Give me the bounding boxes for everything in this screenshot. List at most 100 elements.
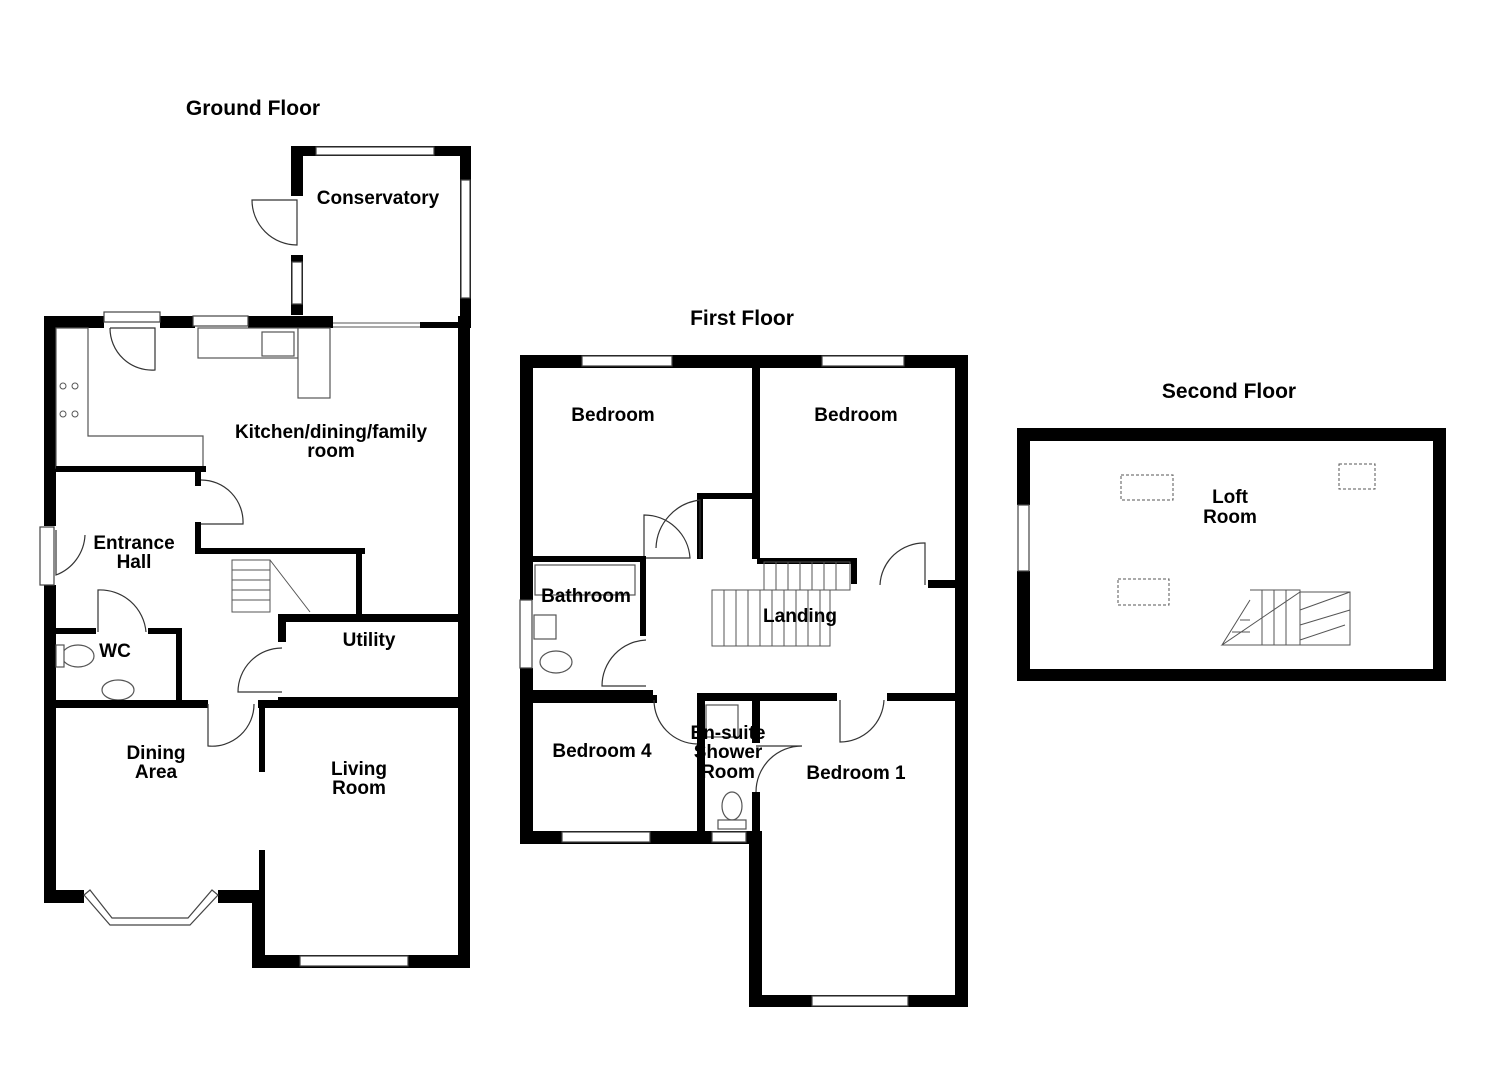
loft-wall-left-lower — [1017, 571, 1030, 681]
kitchen-hall-door — [200, 479, 244, 525]
ground-wall-bottom-step — [252, 890, 265, 968]
bedroom-1-wall-left — [749, 831, 762, 1007]
dining-door — [207, 703, 255, 747]
loft-wall-right — [1433, 428, 1446, 681]
ensuite-label-line2: Shower — [694, 742, 763, 763]
landing-label: Landing — [763, 606, 837, 627]
loft-label-line2: Room — [1203, 507, 1257, 528]
bedrooms-divider — [752, 368, 760, 500]
cupboard-wall-right — [752, 493, 760, 559]
bathroom-basin — [533, 614, 557, 640]
first-staircase-upper — [763, 561, 851, 591]
entrance-door-frame — [39, 526, 55, 586]
ensuite-wall-right-lower — [752, 792, 760, 834]
bedroom-a-window — [581, 355, 673, 367]
hob-ring-3 — [59, 410, 67, 418]
conservatory-wall-left-upper — [291, 146, 303, 196]
entrance-hall-label-line2: Hall — [117, 552, 152, 573]
bedroom-1-wall-top — [887, 693, 957, 701]
bath — [534, 564, 636, 596]
ensuite-toilet — [721, 791, 743, 821]
ensuite-wall-right — [752, 693, 760, 743]
wc-basin — [101, 679, 135, 701]
wc-cistern — [55, 644, 65, 668]
ensuite-label-line1: En-suite — [691, 723, 766, 744]
ground-wall-top-c — [248, 316, 333, 328]
bedroom-b-label: Bedroom — [814, 405, 897, 426]
bedroom-1-label: Bedroom 1 — [806, 763, 906, 784]
utility-wall-top — [278, 614, 458, 622]
bedroom-4-wall-top — [533, 695, 657, 703]
hob-ring-1 — [59, 382, 67, 390]
kitchen-peninsula — [297, 327, 331, 399]
dining-living-wall-upper — [259, 704, 265, 772]
kitchen-sink — [261, 331, 295, 357]
shower-tray — [705, 704, 739, 738]
loft-label-line1: Loft — [1212, 487, 1249, 508]
first-staircase — [711, 589, 831, 647]
ensuite-label-line3: Room — [701, 762, 755, 783]
first-floor-title: First Floor — [690, 307, 794, 330]
second-floor-title: Second Floor — [1162, 380, 1296, 403]
kitchen-label-line1: Kitchen/dining/family — [235, 422, 428, 443]
bedroom-4-door — [653, 699, 698, 745]
bedroom-a-label: Bedroom — [571, 405, 654, 426]
ground-wall-top-b — [160, 316, 195, 328]
loft-wall-bottom — [1017, 669, 1446, 681]
conservatory-window-top — [315, 146, 435, 156]
ensuite-wall-top — [697, 693, 837, 701]
hall-kitchen-wall-stub — [195, 466, 201, 486]
living-window-bottom — [299, 955, 409, 967]
hob-ring-4 — [71, 410, 79, 418]
kitchen-door-frame — [103, 311, 161, 323]
ensuite-door — [755, 745, 803, 793]
rooflight-3 — [1117, 578, 1170, 606]
ground-wall-top-a — [44, 316, 104, 328]
bathroom-window — [519, 599, 533, 669]
first-wall-left-upper — [520, 355, 533, 600]
living-label-line2: Room — [332, 778, 386, 799]
wc-door — [97, 589, 147, 633]
utility-label: Utility — [343, 630, 396, 651]
bedroom-b-window — [821, 355, 905, 367]
bathroom-door — [601, 639, 647, 687]
bedroom-b-door — [879, 542, 926, 586]
ground-wall-right — [458, 316, 470, 968]
rooflight-1 — [1120, 474, 1174, 501]
bedroom-4-label: Bedroom 4 — [552, 741, 652, 762]
bathroom-wall-top — [533, 556, 643, 562]
living-label-line1: Living — [331, 759, 387, 780]
stair-wall-left — [195, 522, 201, 554]
wc-wall-right — [176, 628, 182, 700]
first-wall-right — [955, 355, 968, 1007]
ensuite-cistern — [717, 819, 747, 830]
bedroom-1-door — [839, 699, 885, 743]
loft-staircase — [1220, 589, 1351, 646]
ensuite-window — [711, 831, 747, 843]
loft-wall-left-upper — [1017, 428, 1030, 505]
ground-wall-left-lower — [44, 585, 56, 903]
ground-wall-left-upper — [44, 316, 56, 526]
entrance-hall-label-line1: Entrance — [93, 533, 174, 554]
wc-wall-top-a — [56, 628, 96, 634]
loft-wall-top — [1017, 428, 1446, 441]
utility-wall-left — [278, 614, 286, 642]
cupboard-door — [655, 499, 701, 558]
ground-floor: Ground Floor — [39, 97, 471, 968]
bedroom-b-wall-bottom — [928, 580, 958, 588]
dining-wall-top — [56, 700, 208, 708]
conservatory-window-left — [291, 261, 303, 305]
kitchen-worktop-left — [55, 327, 204, 469]
bedroom-a-door — [643, 514, 691, 559]
conservatory-door — [251, 199, 298, 246]
hob-ring-2 — [71, 382, 79, 390]
bathroom-wall-right — [640, 556, 646, 636]
ground-staircase — [231, 559, 311, 613]
ground-wall-top-d — [420, 322, 471, 328]
wc-toilet — [61, 644, 95, 668]
landing-stair-wall — [757, 558, 857, 564]
bedroom-4-wall-right — [697, 695, 705, 835]
loft-window — [1017, 504, 1030, 572]
wc-wall-top-b — [148, 628, 182, 634]
